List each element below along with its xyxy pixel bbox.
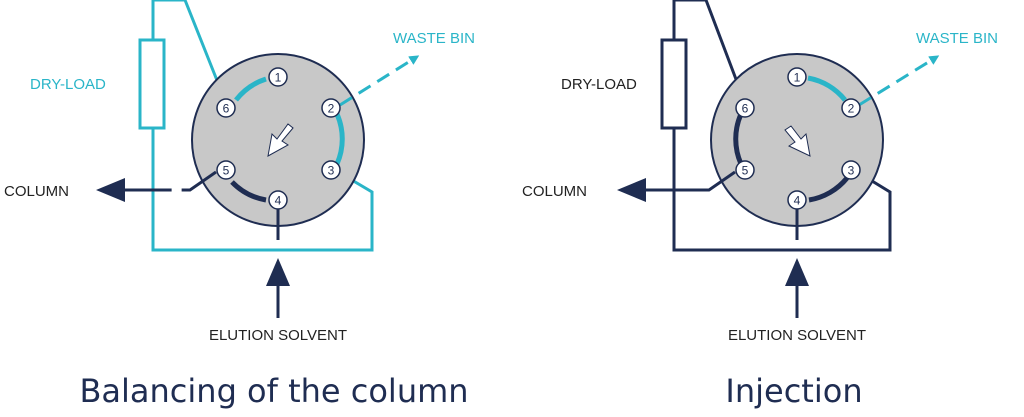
channel-3-4: [808, 176, 849, 203]
channel-6-1: [234, 76, 267, 102]
rotation-arrow-injection: [784, 125, 811, 157]
waste-line-injection: [858, 55, 940, 107]
dry-load-cartridge-injection: [660, 38, 688, 130]
dry-load-label-injection: DRY-LOAD: [561, 76, 637, 93]
panel-caption-balancing: Balancing of the column: [79, 372, 468, 410]
column-line: [125, 170, 217, 192]
port-4-injection: 4: [787, 190, 807, 210]
svg-text:4: 4: [794, 194, 801, 208]
dry-load-label: DRY-LOAD: [30, 76, 106, 93]
column-line-injection: [646, 170, 736, 192]
channel-5-4: [230, 180, 267, 203]
svg-text:5: 5: [742, 164, 749, 178]
svg-text:1: 1: [794, 71, 801, 85]
port-2: 2: [321, 98, 341, 118]
svg-text:2: 2: [328, 102, 335, 116]
port-6-injection: 6: [735, 98, 755, 118]
panel-balancing: 1 2 3 4 5 6 DRY-LOAD WASTE BIN COLUMN EL…: [4, 0, 475, 410]
port-1: 1: [268, 67, 288, 87]
column-arrow-injection: [617, 178, 646, 202]
rotation-arrow: [267, 123, 294, 157]
channel-1-2: [807, 75, 847, 102]
panel-injection: 1 2 3 4 5 6 DRY-LOAD WASTE BIN COLUMN EL…: [522, 0, 998, 410]
port-3: 3: [321, 160, 341, 180]
panel-caption-injection: Injection: [725, 372, 862, 410]
port-5: 5: [216, 160, 236, 180]
waste-bin-label: WASTE BIN: [393, 30, 475, 47]
svg-text:6: 6: [742, 102, 749, 116]
svg-text:3: 3: [328, 164, 335, 178]
waste-bin-label-injection: WASTE BIN: [916, 30, 998, 47]
column-arrow: [96, 178, 125, 202]
svg-text:6: 6: [223, 102, 230, 116]
svg-text:3: 3: [848, 164, 855, 178]
column-label: COLUMN: [4, 183, 69, 200]
port-4: 4: [268, 190, 288, 210]
svg-text:2: 2: [848, 102, 855, 116]
dry-load-loop-injection: [672, 0, 892, 252]
channel-2-3: [334, 112, 345, 166]
port-2-injection: 2: [841, 98, 861, 118]
solvent-arrow-injection: [785, 258, 809, 286]
svg-text:4: 4: [275, 194, 282, 208]
solvent-arrow: [266, 258, 290, 286]
channel-6-5: [733, 112, 744, 166]
port-3-injection: 3: [841, 160, 861, 180]
port-1-injection: 1: [787, 67, 807, 87]
svg-text:1: 1: [275, 71, 282, 85]
elution-solvent-label-injection: ELUTION SOLVENT: [728, 327, 866, 344]
svg-text:5: 5: [223, 164, 230, 178]
port-5-injection: 5: [735, 160, 755, 180]
column-label-injection: COLUMN: [522, 183, 587, 200]
elution-solvent-label: ELUTION SOLVENT: [209, 327, 347, 344]
dry-load-loop: [151, 0, 374, 252]
port-6: 6: [216, 98, 236, 118]
dry-load-cartridge: [138, 38, 166, 130]
waste-line: [339, 55, 420, 107]
